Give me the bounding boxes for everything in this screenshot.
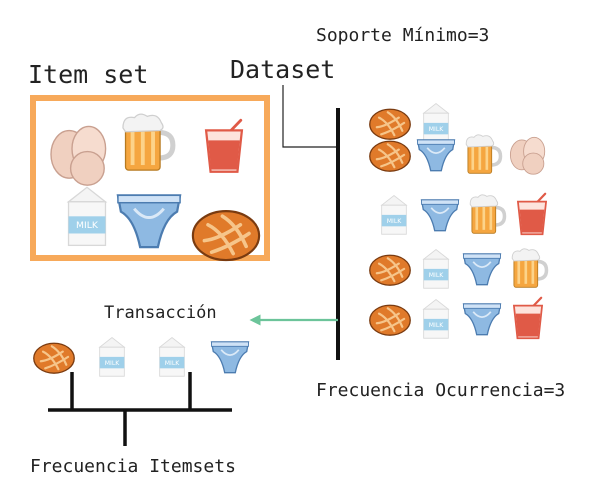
- dataset-bread-icon: [369, 254, 411, 286]
- dataset-beer-icon: [465, 134, 503, 174]
- item-set-eggs-icon: [50, 125, 107, 186]
- itemset-milk-icon: MILK: [98, 336, 126, 377]
- itemset-bread-icon: [33, 342, 75, 374]
- dataset-juice-icon: [516, 192, 548, 236]
- svg-text:MILK: MILK: [76, 220, 99, 231]
- itemset-diaper-icon: [210, 341, 250, 374]
- itemset-milk-icon: MILK: [158, 336, 186, 377]
- svg-text:MILK: MILK: [429, 126, 445, 133]
- min-support-label: Soporte Mínimo=3: [316, 25, 490, 46]
- transaction-label: Transacción: [104, 303, 217, 323]
- dataset-connector: [282, 85, 338, 148]
- dataset-diaper-icon: [416, 139, 456, 172]
- dataset-diaper-icon: [462, 303, 502, 336]
- icon-layer: MILK MILK MILK MILK MILK MILK MILK: [33, 102, 549, 377]
- dataset-bread-icon: [369, 108, 411, 140]
- dataset-juice-icon: [512, 296, 544, 340]
- item-set-beer-icon: [122, 113, 176, 171]
- dataset-beer-icon: [469, 194, 507, 234]
- dataset-diaper-icon: [420, 199, 460, 232]
- itemset-frequency-tree: [48, 372, 232, 446]
- occurrence-frequency-label: Frecuencia Ocurrencia=3: [316, 380, 566, 401]
- dataset-bread-icon: [369, 140, 411, 172]
- svg-text:MILK: MILK: [165, 360, 181, 367]
- dataset-bread-icon: [369, 304, 411, 336]
- dataset-milk-icon: MILK: [422, 102, 450, 143]
- item-set-label: Item set: [28, 60, 149, 89]
- item-set-bread-icon: [191, 210, 261, 262]
- dataset-diaper-icon: [462, 253, 502, 286]
- dataset-milk-icon: MILK: [380, 194, 408, 235]
- item-set-juice-icon: [204, 118, 244, 173]
- dataset-milk-icon: MILK: [422, 298, 450, 339]
- dataset-beer-icon: [511, 248, 549, 288]
- dataset-label: Dataset: [230, 55, 336, 84]
- item-set-diaper-icon: [116, 194, 182, 249]
- dataset-eggs-icon: [509, 136, 546, 175]
- svg-text:MILK: MILK: [387, 218, 403, 225]
- itemset-frequency-label: Frecuencia Itemsets: [30, 456, 236, 477]
- svg-text:MILK: MILK: [429, 322, 445, 329]
- item-set-milk-icon: MILK: [66, 186, 108, 247]
- svg-text:MILK: MILK: [429, 272, 445, 279]
- svg-text:MILK: MILK: [105, 360, 121, 367]
- item-set-frame: [30, 95, 270, 261]
- dataset-milk-icon: MILK: [422, 248, 450, 289]
